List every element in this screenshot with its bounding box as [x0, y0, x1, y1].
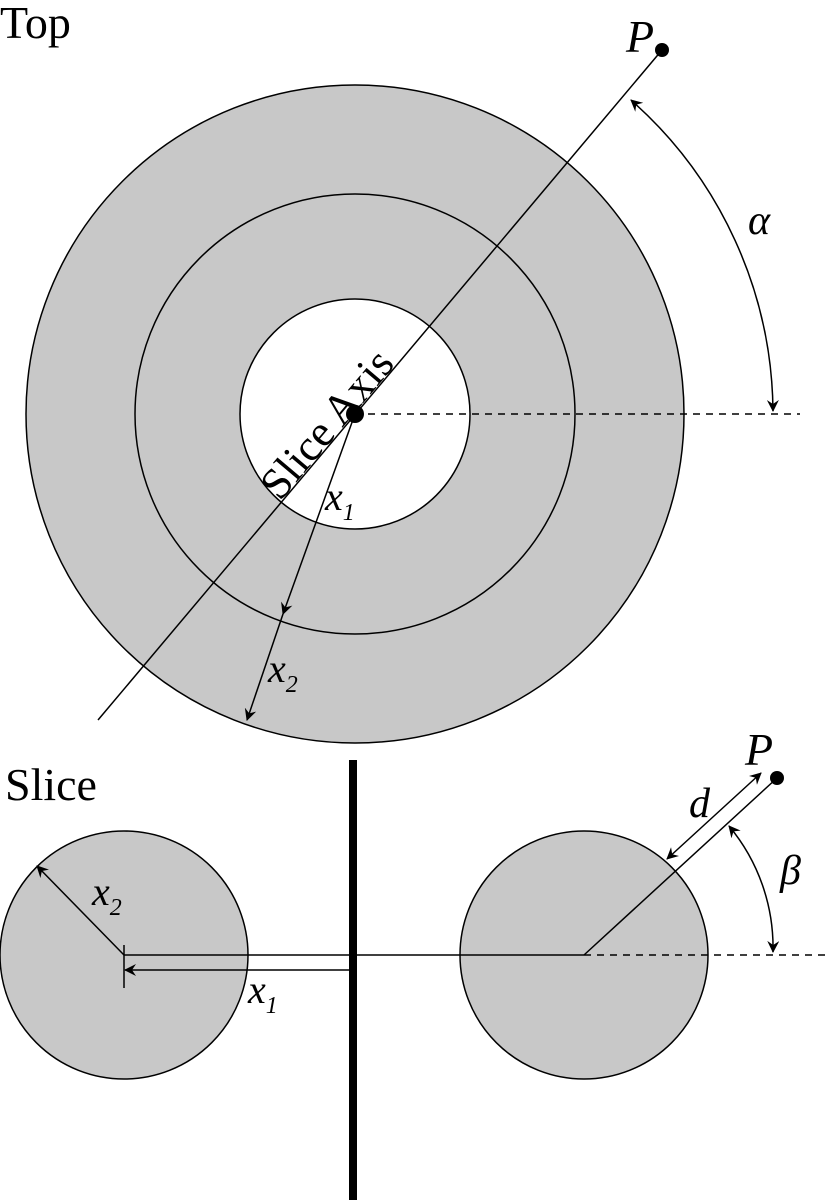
x2-radius-arrow	[244, 613, 284, 721]
point-p-top	[655, 43, 669, 57]
slice-view: Slice x2 x1 P d β	[0, 724, 830, 1200]
point-p-slice-label: P	[744, 724, 773, 775]
alpha-label: α	[748, 198, 771, 244]
x2-label-top: x2	[267, 646, 298, 698]
x2-radius-arrow-slice	[36, 865, 125, 956]
slice-axis-line	[97, 49, 663, 721]
x2-label-slice: x2	[91, 869, 122, 921]
alpha-arc	[630, 99, 779, 412]
slice-title: Slice	[5, 759, 97, 810]
x1-label-slice: x1	[247, 967, 278, 1019]
point-p-top-label: P	[625, 11, 654, 62]
x1-radius-arrow	[281, 413, 356, 615]
d-label: d	[689, 781, 711, 827]
point-p-slice	[770, 771, 784, 785]
top-title: Top	[0, 0, 71, 48]
top-view: Top P α Slice Axis x1 x2	[0, 0, 800, 744]
beta-arc	[728, 825, 780, 953]
beta-label: β	[779, 848, 801, 894]
d-distance-arrow	[666, 772, 762, 860]
x1-label-top: x1	[324, 474, 355, 526]
